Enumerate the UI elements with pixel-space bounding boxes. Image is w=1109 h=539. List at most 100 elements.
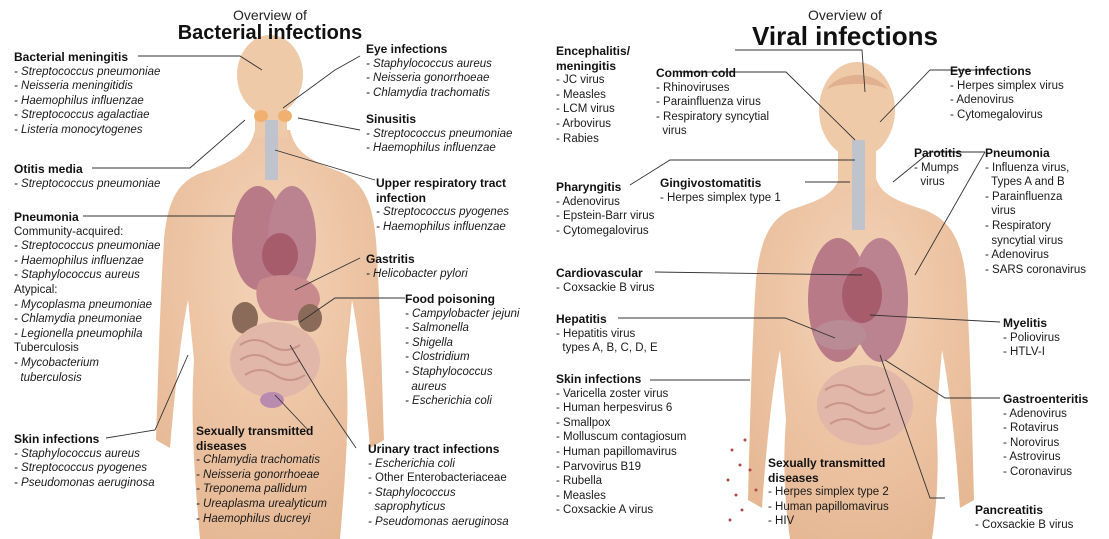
bacterial-title: Bacterial infections xyxy=(160,23,380,44)
bacterial-std-group: Sexually transmitted diseases - Chlamydi… xyxy=(196,424,327,526)
list-item: syncytial virus xyxy=(985,234,1086,249)
list-item: - Rhinoviruses xyxy=(656,81,769,96)
group-title: Pneumonia xyxy=(985,146,1086,161)
list-item: - Measles xyxy=(556,489,686,504)
list-item: - Coxsackie B virus xyxy=(975,518,1073,533)
group-title: Skin infections xyxy=(14,432,155,447)
list-item: - Parvovirus B19 xyxy=(556,460,686,475)
group-title: Pneumonia xyxy=(14,210,160,225)
list-item: - Haemophilus ducreyi xyxy=(196,512,327,527)
list-item: - Parainfluenza virus xyxy=(656,95,769,110)
gastroenteritis-group: Gastroenteritis - Adenovirus - Rotavirus… xyxy=(1003,392,1088,480)
bacterial-overview-label: Overview of xyxy=(160,8,380,23)
sublabel: Atypical: xyxy=(14,283,160,298)
list-item: - LCM virus xyxy=(556,102,630,117)
list-item: - Coxsackie B virus xyxy=(556,281,654,296)
group-title: Cardiovascular xyxy=(556,266,654,281)
list-item: - Arbovirus xyxy=(556,117,630,132)
list-item: - Herpes simplex type 1 xyxy=(660,191,781,206)
group-title: Parotitis xyxy=(914,146,962,161)
list-item: - Salmonella xyxy=(405,321,519,336)
bacterial-pneumonia-group: Pneumonia Community-acquired: - Streptoc… xyxy=(14,210,160,385)
list-item: - Astrovirus xyxy=(1003,450,1088,465)
bacterial-intestine xyxy=(230,322,320,398)
hepatitis-group: Hepatitis - Hepatitis virus types A, B, … xyxy=(556,312,658,356)
list-item: tuberculosis xyxy=(14,371,160,386)
list-item: - Adenovirus xyxy=(556,195,654,210)
list-item: - Adenovirus xyxy=(950,93,1064,108)
bacterial-bladder xyxy=(260,392,284,408)
list-item: saprophyticus xyxy=(368,500,509,515)
list-item: virus xyxy=(656,124,769,139)
list-item: - Listeria monocytogenes xyxy=(14,123,160,138)
group-title: Encephalitis/ xyxy=(556,44,630,59)
list-item: - Mumps xyxy=(914,161,962,176)
list-item: - Pseudomonas aeruginosa xyxy=(368,515,509,530)
list-item: - Herpes simplex type 2 xyxy=(768,485,889,500)
list-item: - Streptococcus pneumoniae xyxy=(366,127,512,142)
list-item: - SARS coronavirus xyxy=(985,263,1086,278)
group-title: meningitis xyxy=(556,59,630,74)
list-item: - Escherichia coli xyxy=(368,457,509,472)
list-item: - Haemophilus influenzae xyxy=(366,141,512,156)
bacterial-meningitis-group: Bacterial meningitis - Streptococcus pne… xyxy=(14,50,160,138)
list-item: - Haemophilus influenzae xyxy=(376,220,509,235)
viral-pneumonia-group: Pneumonia - Influenza virus, Types A and… xyxy=(985,146,1086,277)
sublabel: Community-acquired: xyxy=(14,225,160,240)
list-item: - Chlamydia trachomatis xyxy=(196,453,327,468)
list-item: - Epstein-Barr virus xyxy=(556,209,654,224)
list-item: - Respiratory xyxy=(985,219,1086,234)
list-item: - Neisseria gonorrhoeae xyxy=(366,71,492,86)
list-item: virus xyxy=(985,204,1086,219)
group-title: Food poisoning xyxy=(405,292,519,307)
list-item: - Poliovirus xyxy=(1003,331,1060,346)
group-title: Pharyngitis xyxy=(556,180,654,195)
list-item: - Rabies xyxy=(556,132,630,147)
group-title: Sinusitis xyxy=(366,112,512,127)
list-item: - Staphylococcus aureus xyxy=(14,447,155,462)
list-item: - HIV xyxy=(768,514,889,529)
list-item: - Staphylococcus aureus xyxy=(14,268,160,283)
list-item: - Streptococcus pyogenes xyxy=(376,205,509,220)
otitis-group: Otitis media - Streptococcus pneumoniae xyxy=(14,162,160,191)
list-item: - Molluscum contagiosum xyxy=(556,430,686,445)
list-item: - Hepatitis virus xyxy=(556,327,658,342)
group-title: Hepatitis xyxy=(556,312,658,327)
list-item: - Staphylococcus xyxy=(405,365,519,380)
list-item: Types A and B xyxy=(985,175,1086,190)
cardiovascular-group: Cardiovascular - Coxsackie B virus xyxy=(556,266,654,295)
group-title: Gastroenteritis xyxy=(1003,392,1088,407)
gingivostomatitis-group: Gingivostomatitis - Herpes simplex type … xyxy=(660,176,781,205)
upper-respiratory-group: Upper respiratory tract infection - Stre… xyxy=(376,176,509,234)
list-item: - Campylobacter jejuni xyxy=(405,307,519,322)
group-title: Gastritis xyxy=(366,252,468,267)
common-cold-group: Common cold - Rhinoviruses - Parainfluen… xyxy=(656,66,769,139)
list-item: - Streptococcus pyogenes xyxy=(14,461,155,476)
list-item: - Neisseria meningitidis xyxy=(14,79,160,94)
group-title: Eye infections xyxy=(366,42,492,57)
list-item: - Shigella xyxy=(405,336,519,351)
list-item: - Clostridium xyxy=(405,350,519,365)
list-item: - Escherichia coli xyxy=(405,394,519,409)
list-item: - Ureaplasma urealyticum xyxy=(196,497,327,512)
list-item: - Human papillomavirus xyxy=(768,500,889,515)
urinary-tract-group: Urinary tract infections - Escherichia c… xyxy=(368,442,509,530)
bacterial-skin-group: Skin infections - Staphylococcus aureus … xyxy=(14,432,155,490)
list-item: - Rubella xyxy=(556,474,686,489)
list-item: virus xyxy=(914,175,962,190)
group-title: Skin infections xyxy=(556,372,686,387)
list-item: - Helicobacter pylori xyxy=(366,267,468,282)
list-item: - Staphylococcus aureus xyxy=(366,57,492,72)
group-title: diseases xyxy=(196,439,327,454)
group-title: Sexually transmitted xyxy=(196,424,327,439)
list-item: - Coronavirus xyxy=(1003,465,1088,480)
group-title: Pancreatitis xyxy=(975,503,1073,518)
list-item: - Herpes simplex virus xyxy=(950,79,1064,94)
myelitis-group: Myelitis - Poliovirus - HTLV-I xyxy=(1003,316,1060,360)
list-item: - Respiratory syncytial xyxy=(656,110,769,125)
list-item: types A, B, C, D, E xyxy=(556,341,658,356)
list-item: - Coxsackie A virus xyxy=(556,503,686,518)
group-title: Myelitis xyxy=(1003,316,1060,331)
group-title: Eye infections xyxy=(950,64,1064,79)
